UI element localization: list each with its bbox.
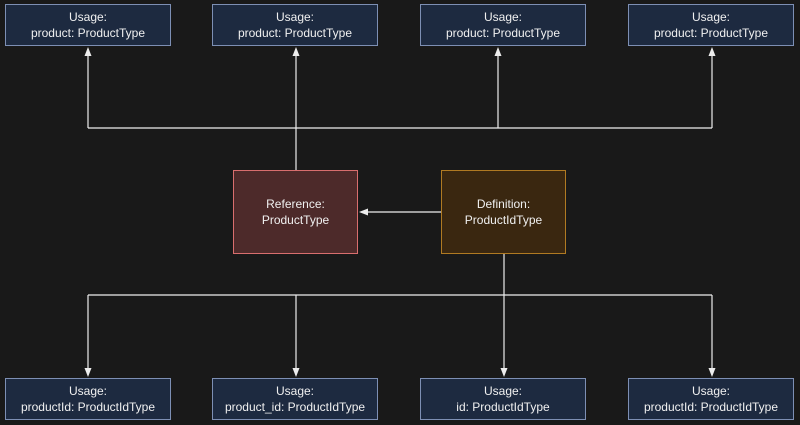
usage-title: Usage: [68,384,108,398]
definition-title: Definition: [476,197,531,211]
arrowhead-top-usage-4 [708,47,716,56]
usage-field: productId: ProductIdType [20,400,156,414]
arrowhead-bottom-usage-3 [500,368,508,377]
usage-field: product: ProductType [237,26,353,40]
arrowhead-reference [359,208,368,216]
usage-title: Usage: [275,10,315,24]
usage-field: product: ProductType [30,26,146,40]
usage-node-bottom-3[interactable]: Usage: id: ProductIdType [420,378,586,420]
definition-type: ProductIdType [464,213,543,227]
usage-title: Usage: [691,384,731,398]
arrowhead-bottom-usage-2 [292,368,300,377]
arrowhead-bottom-usage-4 [708,368,716,377]
usage-field: product: ProductType [653,26,769,40]
arrowhead-top-usage-1 [84,47,92,56]
reference-node[interactable]: Reference: ProductType [233,170,358,254]
usage-title: Usage: [483,384,523,398]
usage-node-top-3[interactable]: Usage: product: ProductType [420,4,586,46]
reference-type: ProductType [261,213,330,227]
usage-field: product: ProductType [445,26,561,40]
arrowhead-top-usage-2 [292,47,300,56]
usage-field: productId: ProductIdType [643,400,779,414]
usage-title: Usage: [275,384,315,398]
usage-title: Usage: [68,10,108,24]
usage-node-bottom-1[interactable]: Usage: productId: ProductIdType [5,378,171,420]
arrowhead-top-usage-3 [494,47,502,56]
usage-node-bottom-4[interactable]: Usage: productId: ProductIdType [628,378,794,420]
usage-field: product_id: ProductIdType [224,400,366,414]
definition-node[interactable]: Definition: ProductIdType [441,170,566,254]
usage-field: id: ProductIdType [456,400,550,414]
reference-title: Reference: [266,197,325,211]
usage-node-top-2[interactable]: Usage: product: ProductType [212,4,378,46]
arrowhead-bottom-usage-1 [84,368,92,377]
usage-node-bottom-2[interactable]: Usage: product_id: ProductIdType [212,378,378,420]
usage-node-top-4[interactable]: Usage: product: ProductType [628,4,794,46]
usage-title: Usage: [691,10,731,24]
usage-title: Usage: [483,10,523,24]
usage-node-top-1[interactable]: Usage: product: ProductType [5,4,171,46]
